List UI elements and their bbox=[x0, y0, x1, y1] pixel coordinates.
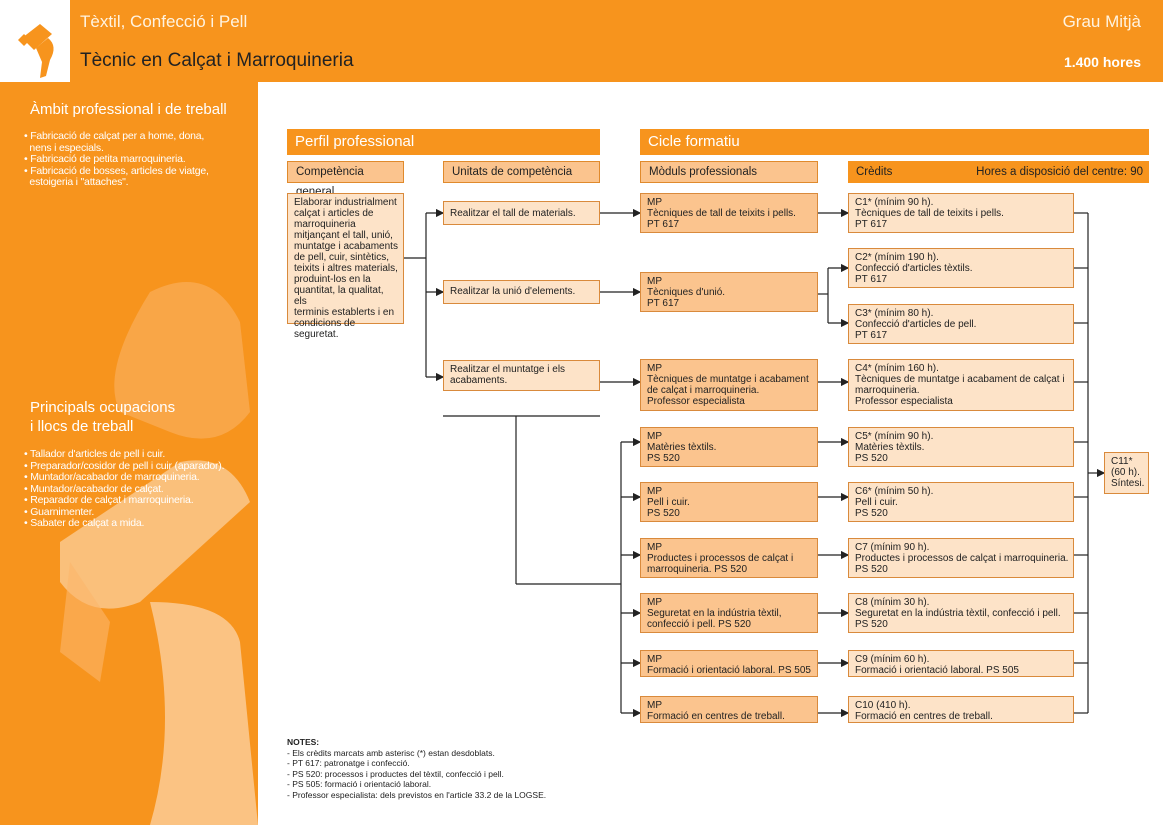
list-item: estoigeria i "attaches". bbox=[24, 176, 129, 188]
credit-c10: C10 (410 h). Formació en centres de treb… bbox=[848, 696, 1074, 723]
logo-box bbox=[0, 0, 70, 82]
credit-c1: C1* (mínim 90 h). Tècniques de tall de t… bbox=[848, 193, 1074, 233]
professional-family: Tèxtil, Confecció i Pell bbox=[80, 12, 248, 31]
credit-c5: C5* (mínim 90 h). Matèries tèxtils. PS 5… bbox=[848, 427, 1074, 467]
competence-unit-1: Realitzar el tall de materials. bbox=[443, 201, 600, 225]
jobs-title-line-1: Principals ocupacions bbox=[30, 399, 176, 416]
notes-lines: - Els crèdits marcats amb asterisc (*) e… bbox=[287, 747, 547, 800]
brush-decoration-icon bbox=[60, 282, 258, 825]
profile-title: Perfil professional bbox=[287, 129, 600, 155]
list-item: nens i especials. bbox=[24, 141, 104, 154]
jobs-title-line-2: i llocs de treball bbox=[30, 418, 134, 435]
module-products-processes: MP Productes i processos de calçat i mar… bbox=[640, 538, 818, 578]
list-item: • Tallador d'articles de pell i cuir. bbox=[24, 448, 166, 460]
list-item: • Muntador/acabador de calçat. bbox=[24, 482, 164, 495]
notes-title: NOTES: bbox=[287, 737, 320, 747]
list-item: • Fabricació de petita marroquineria. bbox=[24, 153, 186, 165]
header-bar-bottom bbox=[70, 42, 1163, 82]
module-labour-orientation: MP Formació i orientació laboral. PS 505 bbox=[640, 650, 818, 677]
credit-c7: C7 (mínim 90 h). Productes i processos d… bbox=[848, 538, 1074, 578]
scope-list: • Fabricació de calçat per a home, dona,… bbox=[24, 130, 252, 189]
credit-c8: C8 (mínim 30 h). Seguretat en la indústr… bbox=[848, 593, 1074, 633]
general-competence-header: Competència general bbox=[287, 161, 404, 198]
competence-units-header: Unitats de competència bbox=[443, 161, 600, 183]
module-cutting: MP Tècniques de tall de teixits i pells.… bbox=[640, 193, 818, 233]
module-assembly: MP Tècniques de muntatge i acabament de … bbox=[640, 359, 818, 411]
credit-c4: C4* (mínim 160 h). Tècniques de muntatge… bbox=[848, 359, 1074, 411]
list-item: • Reparador de calçat i marroquineria. bbox=[24, 494, 194, 506]
header-bar-top bbox=[70, 0, 1163, 42]
jobs-list: • Tallador d'articles de pell i cuir. • … bbox=[24, 448, 254, 530]
module-joining: MP Tècniques d'unió. PT 617 bbox=[640, 272, 818, 312]
total-hours: 1.400 hores bbox=[1063, 54, 1141, 70]
competence-unit-3: Realitzar el muntatge i els acabaments. bbox=[443, 360, 600, 391]
credit-c2: C2* (mínim 190 h). Confecció d'articles … bbox=[848, 248, 1074, 288]
credits-header: Crèdits Hores a disposició del centre: 9… bbox=[848, 161, 1149, 183]
credit-c11-synthesis: C11* (60 h). Síntesi. bbox=[1104, 452, 1149, 494]
general-competence-text: Elaborar industrialment calçat i article… bbox=[287, 193, 404, 340]
list-item: • Fabricació de bosses, articles de viat… bbox=[24, 164, 209, 177]
list-item: • Fabricació de calçat per a home, dona, bbox=[24, 130, 205, 142]
credits-header-label: Crèdits bbox=[856, 166, 893, 178]
module-safety: MP Seguretat en la indústria tèxtil, con… bbox=[640, 593, 818, 633]
paintbrush-logo-icon bbox=[18, 24, 54, 78]
module-workplace-training: MP Formació en centres de treball. bbox=[640, 696, 818, 723]
list-item: • Preparador/cosidor de pell i cuir (apa… bbox=[24, 459, 225, 472]
credit-c9: C9 (mínim 60 h). Formació i orientació l… bbox=[848, 650, 1074, 677]
list-item: • Muntador/acabador de marroquineria. bbox=[24, 471, 200, 483]
module-textile-materials: MP Matèries tèxtils. PS 520 bbox=[640, 427, 818, 467]
credit-c6: C6* (mínim 50 h). Pell i cuir. PS 520 bbox=[848, 482, 1074, 522]
list-item: • Sabater de calçat a mida. bbox=[24, 517, 145, 529]
module-leather: MP Pell i cuir. PS 520 bbox=[640, 482, 818, 522]
notes: NOTES:- Els crèdits marcats amb asterisc… bbox=[287, 737, 546, 800]
education-level: Grau Mitjà bbox=[1062, 12, 1141, 31]
qualification-title: Tècnic en Calçat i Marroquineria bbox=[80, 50, 354, 71]
credit-c3: C3* (mínim 80 h). Confecció d'articles d… bbox=[848, 304, 1074, 344]
centre-hours-label: Hores a disposició del centre: 90 bbox=[976, 166, 1143, 178]
competence-unit-2: Realitzar la unió d'elements. bbox=[443, 280, 600, 304]
modules-header: Mòduls professionals bbox=[640, 161, 818, 183]
scope-title: Àmbit professional i de treball bbox=[30, 101, 227, 118]
cycle-title: Cicle formatiu bbox=[640, 129, 1149, 155]
list-item: • Guarnimenter. bbox=[24, 505, 95, 518]
